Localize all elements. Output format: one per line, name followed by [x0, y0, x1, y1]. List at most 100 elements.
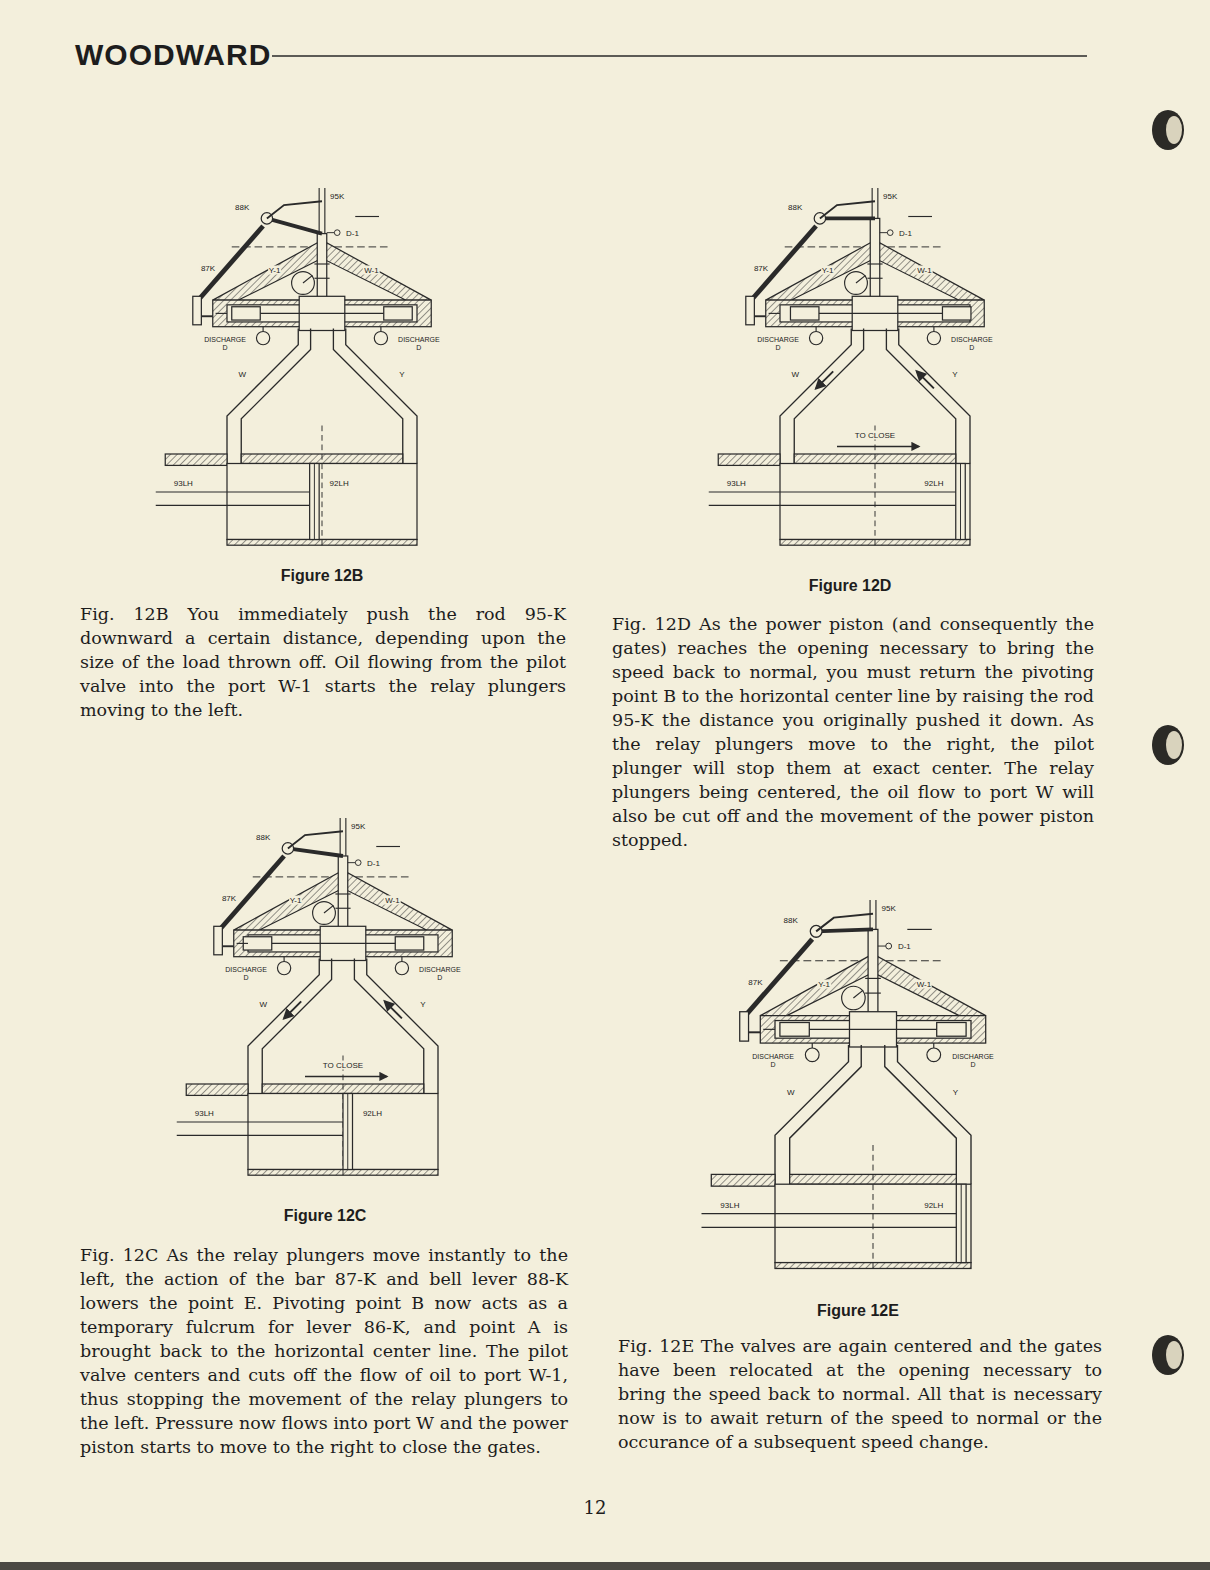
port-label: D-1 — [345, 228, 360, 237]
discharge-label: DISCHARGE D — [223, 966, 269, 982]
part-number: 87K — [200, 263, 216, 272]
port-label: W-1 — [363, 265, 380, 274]
oil-line — [790, 1045, 862, 1184]
part-number: 95K — [881, 903, 897, 912]
figure-caption: Figure 12B — [281, 567, 364, 585]
buffer-wheel — [842, 986, 866, 1010]
pilot-land — [335, 893, 350, 894]
governor-schematic — [702, 900, 986, 1270]
body-paragraph: Fig. 12C As the relay plungers move inst… — [80, 1243, 568, 1459]
bar — [744, 939, 813, 1017]
pilot-plunger — [870, 218, 880, 302]
discharge-label: DISCHARGE D — [950, 1053, 996, 1069]
frame-wall — [718, 454, 780, 465]
bar — [750, 226, 817, 302]
pressure-lead — [327, 232, 335, 233]
piston-rod — [709, 491, 961, 492]
governor-schematic — [177, 818, 453, 1177]
binder-hole-edge — [1166, 1341, 1182, 1369]
relay-plunger — [790, 307, 819, 320]
oil-line — [262, 959, 331, 1094]
part-number: 95K — [882, 191, 898, 200]
discharge-stem — [263, 327, 264, 332]
pilot-plunger — [317, 234, 327, 302]
piston-face — [347, 1094, 348, 1170]
direction-label: TO CLOSE — [854, 431, 896, 440]
power-piston — [310, 464, 320, 540]
pressure-lead — [348, 862, 356, 863]
port-label: D-1 — [897, 942, 912, 951]
part-number: 88K — [255, 833, 271, 842]
discharge-stem — [816, 327, 817, 332]
relay-stem — [819, 313, 943, 314]
discharge-port — [395, 961, 408, 974]
relay-plunger — [395, 937, 424, 950]
part-number: 92LH — [329, 479, 350, 488]
cylinder-center-line — [875, 426, 876, 548]
header-rule — [272, 55, 1087, 57]
speed-rod — [340, 818, 341, 860]
pressure-inlet — [886, 943, 892, 949]
bar — [197, 226, 264, 302]
discharge-stem — [933, 327, 934, 332]
port-label: W-1 — [916, 265, 933, 274]
piston-face — [314, 464, 315, 540]
figure-caption: Figure 12D — [809, 577, 892, 595]
piston-rod — [177, 1121, 348, 1122]
pressure-inlet — [887, 230, 893, 236]
part-number: 92LH — [923, 1200, 944, 1209]
port-label: Y — [951, 370, 958, 379]
port-label: W-1 — [384, 895, 401, 904]
pilot-land — [314, 278, 329, 279]
oil-line — [241, 329, 310, 464]
bar-end — [214, 926, 223, 955]
flow-arrow — [284, 1001, 301, 1018]
discharge-port — [277, 961, 290, 974]
discharge-label: DISCHARGE D — [202, 336, 248, 352]
cylinder-center-line — [322, 426, 323, 548]
buffer-arm — [303, 275, 313, 283]
speed-rod — [319, 188, 320, 237]
discharge-port — [805, 1048, 819, 1062]
port-label: Y-1 — [821, 265, 835, 274]
brand-logo: WOODWARD — [75, 38, 271, 72]
relay-link — [216, 313, 227, 314]
discharge-port — [809, 331, 822, 344]
bar-end — [740, 1012, 749, 1041]
governor-schematic — [156, 188, 432, 547]
frame-wall — [186, 1084, 248, 1095]
pilot-plunger — [868, 929, 878, 1017]
oil-line — [794, 329, 863, 464]
direction-arrow — [305, 1076, 387, 1078]
port-label: W — [237, 370, 247, 379]
floating-lever — [288, 848, 343, 856]
piston-rod — [156, 505, 315, 506]
part-number: 93LH — [719, 1200, 740, 1209]
part-number: 95K — [329, 191, 345, 200]
piston-rod — [702, 1227, 962, 1228]
body-paragraph: Fig. 12B You immediately push the rod 95… — [80, 602, 566, 722]
page-number: 12 — [584, 1497, 607, 1518]
speed-rod — [877, 188, 878, 222]
binder-hole — [1152, 725, 1184, 765]
pilot-land — [865, 993, 881, 994]
pilot-land — [867, 263, 882, 264]
discharge-label: DISCHARGE D — [949, 336, 995, 352]
discharge-stem — [380, 327, 381, 332]
oil-line — [885, 1045, 957, 1184]
frame-wall — [165, 454, 227, 465]
port-label: Y-1 — [289, 895, 303, 904]
reference-dash — [355, 216, 379, 217]
oil-line — [354, 959, 423, 1094]
binder-hole — [1152, 1335, 1184, 1375]
part-number: 88K — [787, 203, 803, 212]
discharge-stem — [401, 957, 402, 962]
flow-arrow — [917, 371, 934, 388]
power-cylinder — [248, 1094, 438, 1170]
relay-link — [763, 1029, 775, 1030]
discharge-port — [927, 331, 940, 344]
binder-hole-edge — [1166, 731, 1182, 759]
port-label: D-1 — [898, 228, 913, 237]
piston-rod — [702, 1213, 962, 1214]
part-number: 87K — [221, 893, 237, 902]
